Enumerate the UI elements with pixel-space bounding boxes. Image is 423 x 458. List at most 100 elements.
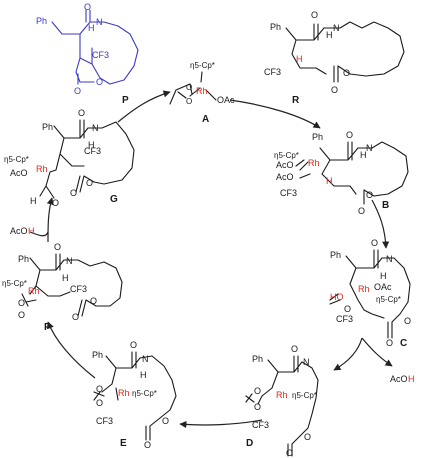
- b-o-ester1: O: [366, 190, 373, 200]
- compound-b: η5-Cp* AcO Rh AcO Ph H N O H CF3 O O B: [274, 130, 409, 216]
- c-ph: Ph: [330, 250, 341, 260]
- compound-d: Ph N O Rh η5-Cp* O O CF3 O O D: [245, 344, 319, 458]
- g-h: H: [88, 140, 95, 150]
- f-cf3: CF3: [70, 284, 87, 294]
- acoh-in: AcO H: [10, 226, 35, 236]
- c-o-ester1: O: [404, 316, 411, 326]
- b-h-amide: H: [360, 150, 367, 160]
- p-n: N: [96, 17, 103, 27]
- d-structure: [245, 355, 319, 457]
- f-h: H: [62, 273, 69, 283]
- f-o2: O: [18, 310, 25, 320]
- compound-a: η5-Cp* Rh OAc O O A: [169, 61, 235, 125]
- compound-f: Ph H N O CF3 η5-Cp* Rh O O O O F: [2, 242, 123, 333]
- r-n: N: [333, 23, 340, 33]
- f-n: N: [66, 256, 73, 266]
- g-cf3: CF3: [84, 146, 101, 156]
- g-aco: AcO: [10, 168, 28, 178]
- a-o2: O: [186, 97, 192, 106]
- label-f: F: [44, 322, 50, 333]
- d-o-ester2: O: [286, 448, 293, 458]
- label-r: R: [292, 95, 300, 106]
- f-structure: [21, 253, 123, 317]
- p-h: H: [88, 23, 95, 33]
- c-o-ester2: O: [386, 338, 393, 348]
- compound-c: Ph H N O Rh OAc HO O η5-Cp* CF3 O O C: [329, 238, 411, 349]
- f-o1: O: [18, 298, 25, 308]
- c-oac: OAc: [374, 282, 392, 292]
- g-o-ester1: O: [86, 178, 93, 188]
- arrow-acoh-in: [29, 231, 49, 237]
- r-o-ester1: O: [343, 68, 350, 78]
- d-rh: Rh: [276, 390, 288, 400]
- e-o-amide: O: [130, 340, 137, 350]
- e-o2: O: [96, 398, 103, 408]
- a-cp: η5-Cp*: [190, 61, 215, 70]
- compound-r: Ph H N O H CF3 O O R: [264, 10, 405, 106]
- p-o-ester2: O: [74, 86, 81, 96]
- b-structure: [295, 141, 409, 205]
- p-cf3: CF3: [92, 50, 109, 60]
- b-ph: Ph: [312, 132, 323, 142]
- label-e: E: [120, 438, 127, 449]
- cycle-arrows: [29, 90, 393, 429]
- acoh-out: AcO H: [390, 374, 415, 384]
- arrow-c-to-d: [333, 337, 363, 371]
- r-cf3: CF3: [264, 67, 281, 77]
- g-cp: η5-Cp*: [4, 155, 29, 164]
- e-ph: Ph: [92, 350, 103, 360]
- d-o1: O: [254, 386, 261, 396]
- arrow-e-to-f: [46, 321, 96, 379]
- d-ph: Ph: [252, 354, 263, 364]
- f-o-ester2: O: [72, 312, 79, 322]
- arrow-acoh-out: [361, 337, 393, 367]
- g-ph: Ph: [42, 122, 53, 132]
- a-oac: OAc: [217, 95, 235, 105]
- b-h-vinyl: H: [326, 176, 333, 186]
- d-cp: η5-Cp*: [292, 391, 317, 400]
- arrow-a-to-b: [229, 99, 321, 129]
- b-cp: η5-Cp*: [274, 151, 299, 160]
- r-ph: Ph: [270, 22, 281, 32]
- f-rh: Rh: [28, 286, 40, 296]
- a-rh: Rh: [196, 86, 208, 96]
- g-h-hydroxy: H: [30, 196, 37, 206]
- d-o2: O: [254, 402, 261, 412]
- r-o-ester2: O: [331, 85, 338, 95]
- r-h-amide: H: [326, 30, 333, 40]
- e-cp: η5-Cp*: [132, 389, 157, 398]
- g-n: N: [92, 123, 99, 133]
- c-n: N: [386, 254, 393, 264]
- c-ho: HO: [330, 292, 344, 302]
- p-o-ester1: O: [96, 77, 103, 87]
- f-cp: η5-Cp*: [2, 279, 27, 288]
- c-o-amide: O: [371, 238, 378, 248]
- acoh-out-aco: AcO: [390, 374, 408, 384]
- d-n: N: [303, 357, 310, 367]
- b-aco1: AcO: [276, 160, 294, 170]
- arrow-d-to-e: [179, 419, 263, 429]
- a-o1: O: [186, 83, 192, 92]
- b-o-amide: O: [346, 130, 353, 140]
- e-cf3: CF3: [96, 416, 113, 426]
- c-h: H: [380, 271, 387, 281]
- e-rh: Rh: [118, 388, 130, 398]
- c-cp: η5-Cp*: [376, 295, 401, 304]
- b-aco2: AcO: [276, 172, 294, 182]
- label-g: G: [110, 194, 118, 205]
- e-o-ester2: O: [144, 440, 151, 450]
- c-rh: Rh: [358, 284, 370, 294]
- b-n: N: [366, 143, 373, 153]
- compound-p: Ph H N O CF3 O O P: [36, 2, 139, 106]
- b-rh: Rh: [308, 158, 320, 168]
- p-o-amide: O: [84, 2, 91, 12]
- arrow-b-to-c: [371, 199, 390, 249]
- g-structure: [39, 119, 135, 199]
- e-h: H: [140, 370, 147, 380]
- f-o-ester1: O: [90, 296, 97, 306]
- acoh-out-h: H: [408, 374, 415, 384]
- e-n: N: [142, 354, 149, 364]
- arrow-p-from-g: [117, 90, 171, 123]
- g-rh: Rh: [36, 164, 48, 174]
